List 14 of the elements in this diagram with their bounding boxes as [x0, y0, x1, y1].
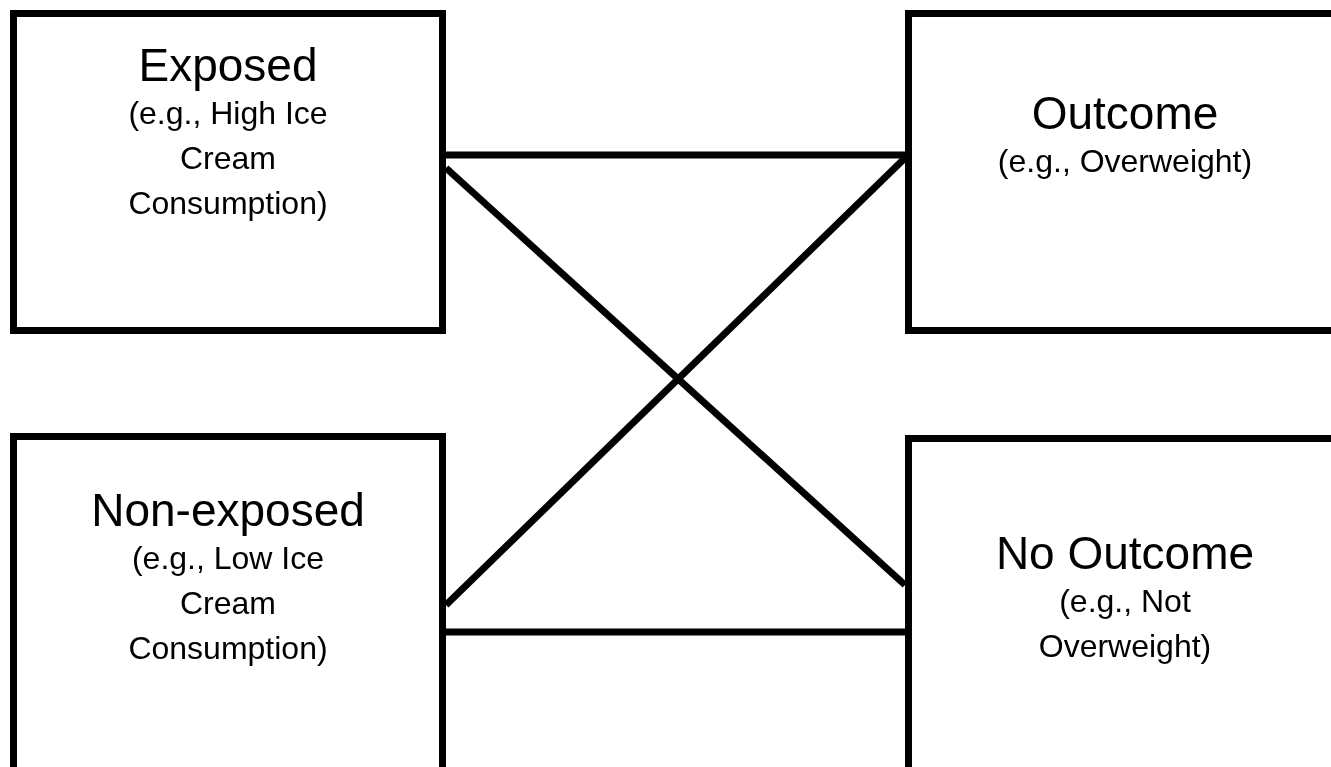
category-box	[905, 435, 1331, 767]
box-heading: Outcome	[1031, 87, 1219, 139]
category-box	[10, 10, 446, 334]
box-example: (e.g., High Ice Cream Consumption)	[127, 94, 329, 223]
category-box	[905, 10, 1331, 334]
connector-line	[446, 151, 905, 159]
connector-line	[446, 628, 905, 636]
box-heading: No Outcome	[995, 527, 1255, 579]
category-box	[10, 433, 446, 767]
box-heading: Non-exposed	[91, 484, 365, 536]
box-heading: Exposed	[138, 39, 318, 91]
box-example: (e.g., Overweight)	[996, 142, 1254, 181]
box-example: (e.g., Not Overweight)	[1037, 582, 1213, 666]
box-example: (e.g., Low Ice Cream Consumption)	[127, 539, 329, 668]
